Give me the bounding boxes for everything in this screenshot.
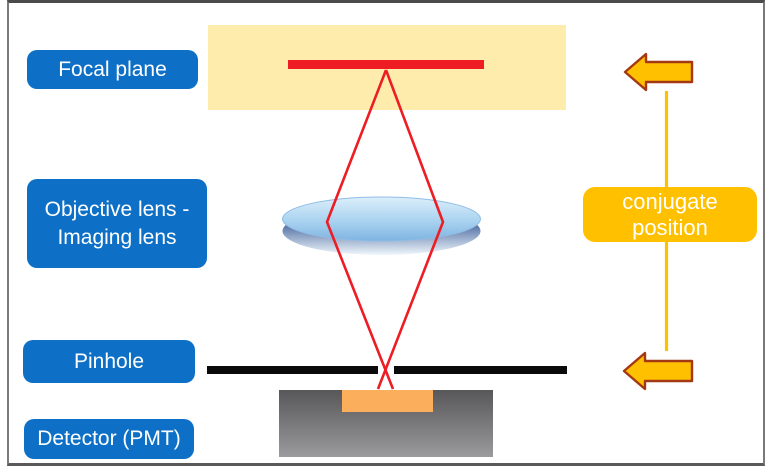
detector-label: Detector (PMT) [24, 419, 194, 459]
light-ray-right [376, 69, 445, 390]
pinhole-bar-right [394, 366, 567, 374]
objective-lens-label-line2: Imaging lens [57, 225, 177, 249]
objective-lens-shape [282, 196, 481, 255]
objective-lens-label: Objective lens - Imaging lens [27, 179, 207, 268]
objective-lens-label-line1: Objective lens - [44, 197, 190, 221]
light-ray-left [325, 69, 395, 390]
conjugate-position-label: conjugate position [583, 187, 757, 242]
left-arrow-focal-icon [623, 52, 694, 92]
conjugate-position-line1: conjugate [622, 188, 718, 214]
pinhole-bar-left [207, 366, 378, 374]
focal-plane-label: Focal plane [27, 50, 198, 89]
left-arrow-pinhole-icon [622, 351, 694, 391]
pinhole-label: Pinhole [23, 340, 195, 383]
detector-window [342, 390, 433, 412]
specimen-line [288, 60, 484, 69]
lens-top-surface [282, 196, 481, 242]
conjugate-position-line2: position [632, 214, 708, 240]
